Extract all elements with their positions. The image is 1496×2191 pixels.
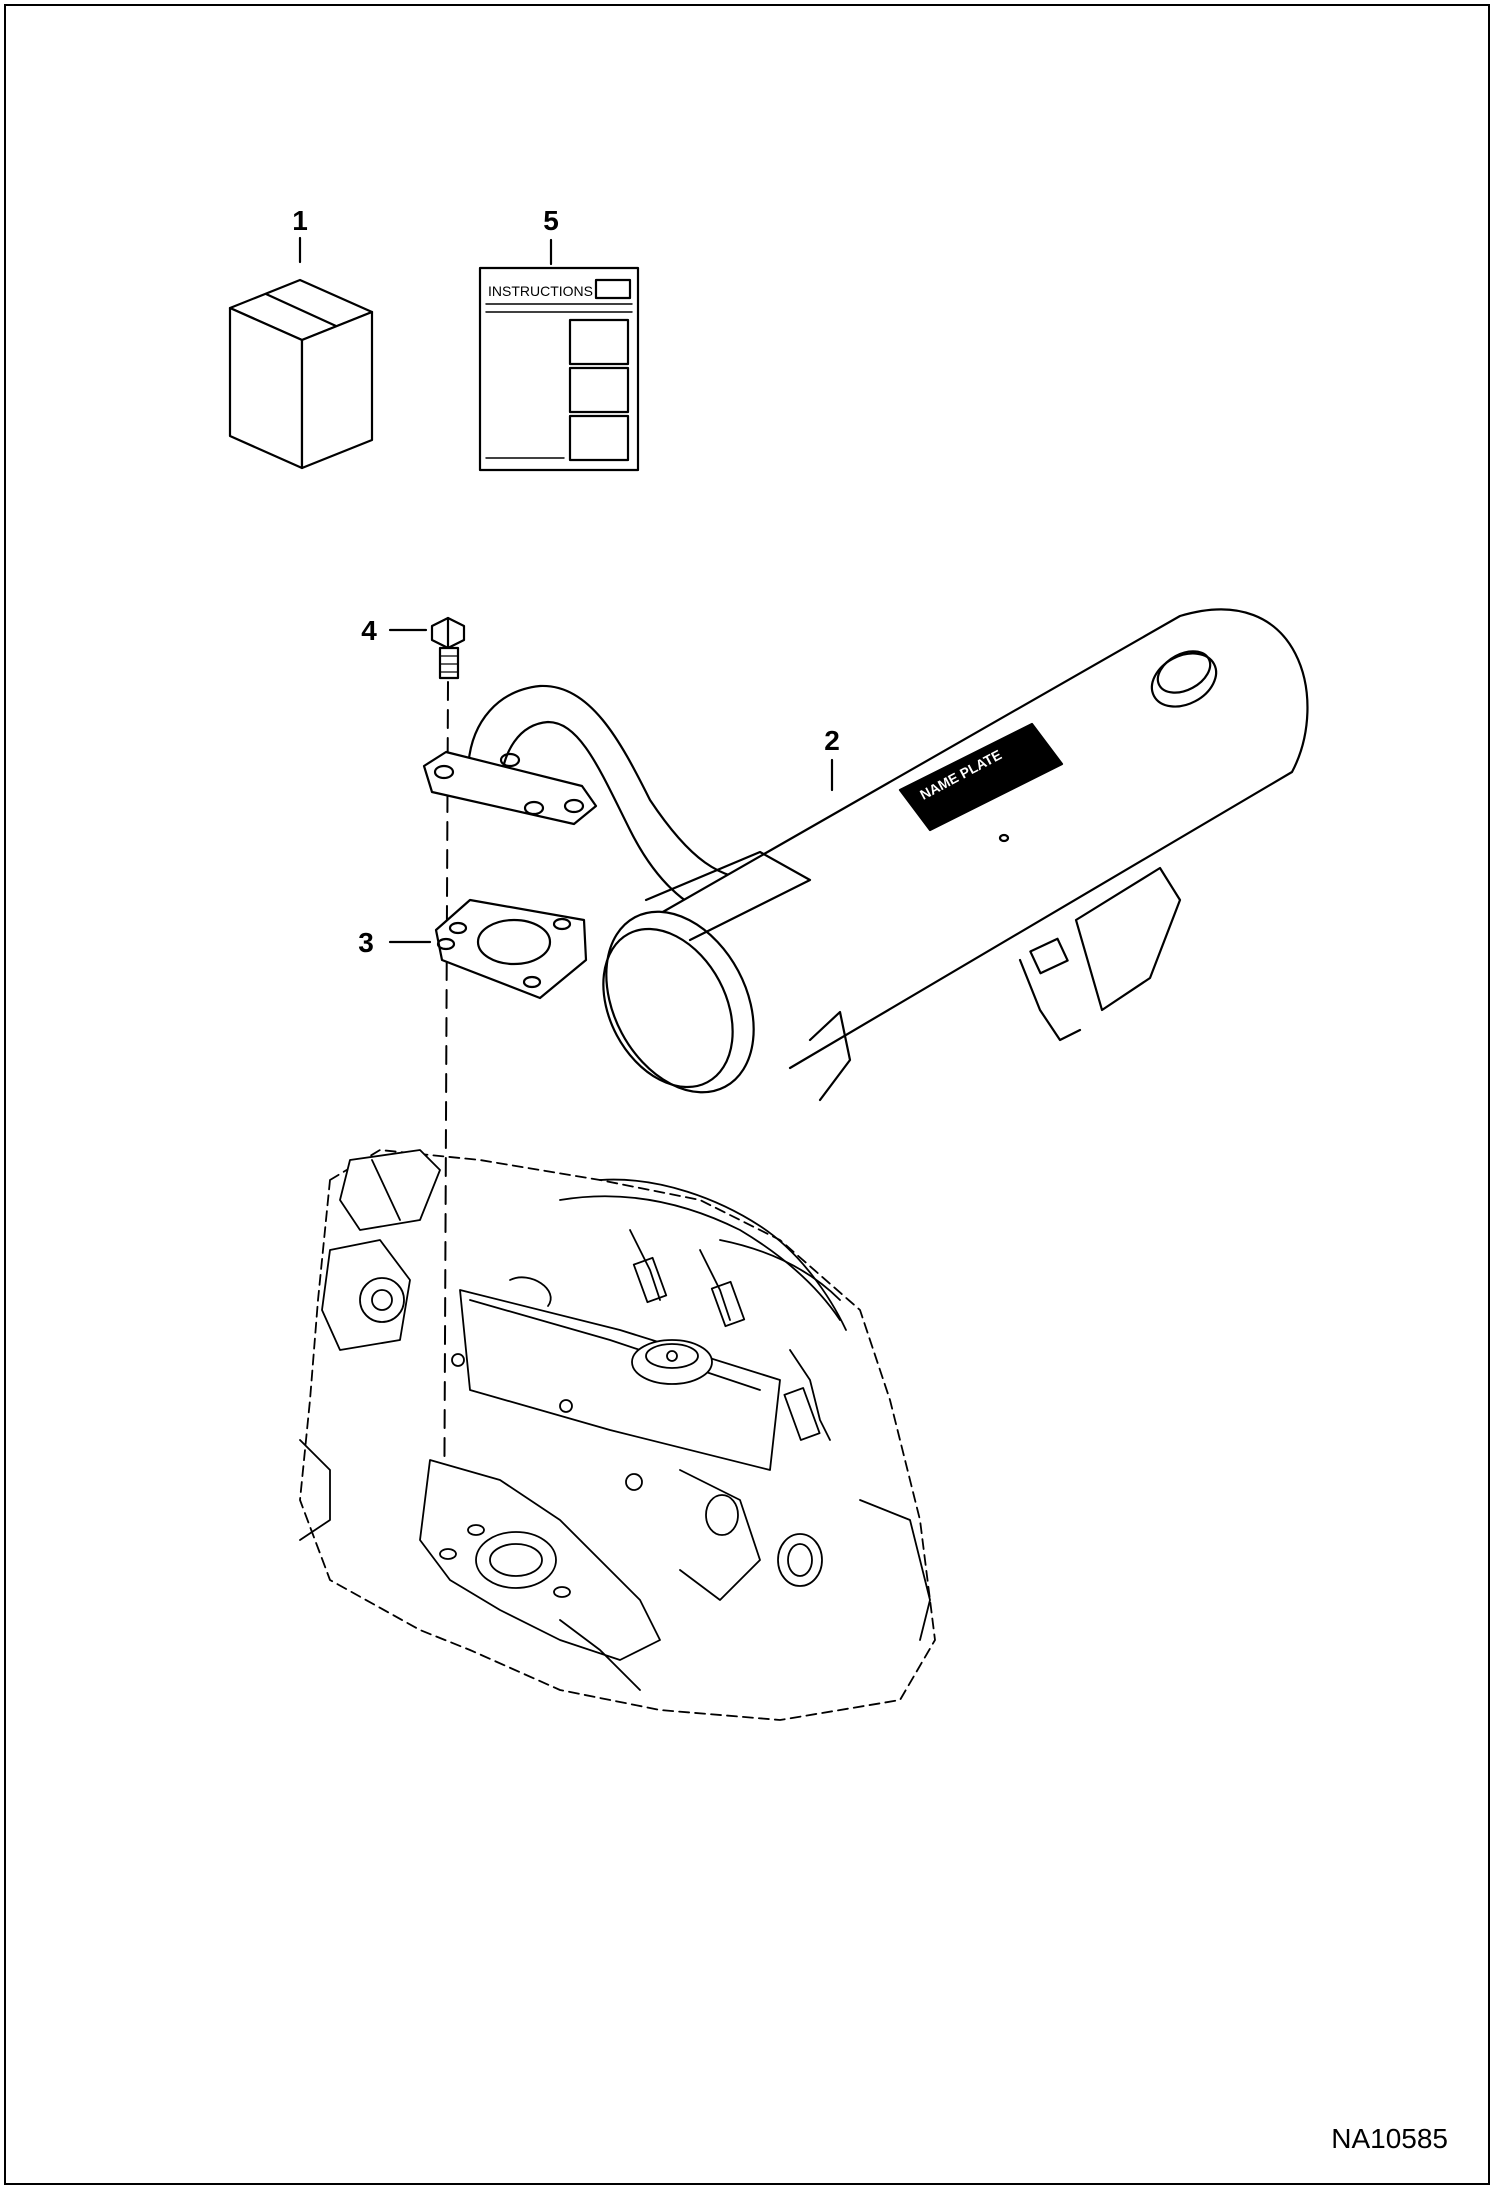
callout-1: 1: [292, 205, 308, 236]
callout-3: 3: [358, 927, 374, 958]
drawing-number: NA10585: [1331, 2123, 1448, 2154]
callout-2: 2: [824, 725, 840, 756]
instructions-title: INSTRUCTIONS: [488, 283, 593, 299]
alignment-line: [443, 681, 449, 1561]
callout-4: 4: [361, 615, 377, 646]
callout-5: 5: [543, 205, 559, 236]
muffler: [422, 608, 1309, 1102]
instructions-sheet: [478, 266, 640, 472]
gasket: [434, 898, 588, 1000]
parts-box: [228, 278, 374, 470]
engine: [299, 1149, 936, 1721]
bolt: [430, 616, 466, 680]
page-border: [4, 4, 1490, 2185]
